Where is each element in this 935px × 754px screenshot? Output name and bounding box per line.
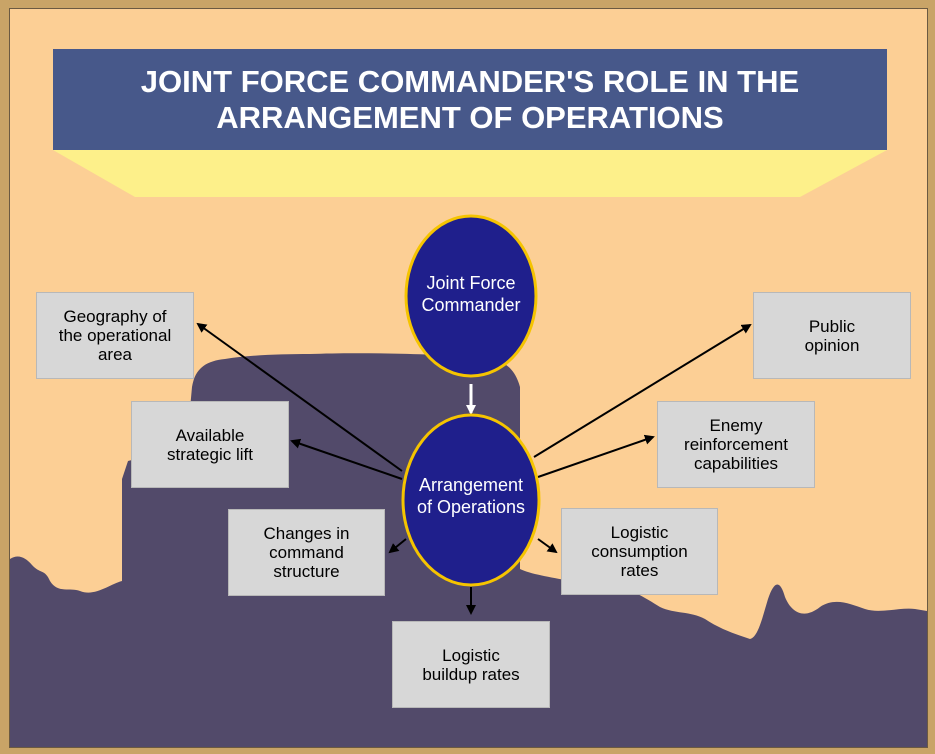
factor-command-structure: Changes in command structure — [228, 509, 385, 596]
factor-enemy-reinforcement: Enemy reinforcement capabilities — [657, 401, 815, 488]
commander-node-shape — [404, 214, 538, 378]
arrow-to-public-opinion — [533, 323, 752, 458]
commander-node-label: Joint Force Commander — [421, 273, 521, 315]
arrangement-node-label: Arrangement of Operations — [416, 475, 526, 517]
factor-geography: Geography of the operational area — [36, 292, 194, 379]
arrangement-node-shape — [401, 413, 541, 587]
arrow-to-consumption-rates — [537, 538, 558, 554]
slide-title: JOINT FORCE COMMANDER'S ROLE IN THE ARRA… — [53, 49, 887, 150]
arrow-to-command-structure — [388, 538, 407, 554]
light-beam — [53, 150, 887, 197]
arrow-to-geography — [196, 322, 403, 472]
arrow-to-strategic-lift — [290, 438, 403, 480]
arrow-to-enemy-reinforcement — [537, 434, 655, 478]
slide-title-text: JOINT FORCE COMMANDER'S ROLE IN THE ARRA… — [140, 63, 800, 135]
slide-canvas: JOINT FORCE COMMANDER'S ROLE IN THE ARRA… — [9, 8, 928, 748]
factor-public-opinion: Public opinion — [753, 292, 911, 379]
factor-buildup-rates: Logistic buildup rates — [392, 621, 550, 708]
factor-consumption-rates: Logistic consumption rates — [561, 508, 718, 595]
factor-strategic-lift: Available strategic lift — [131, 401, 289, 488]
